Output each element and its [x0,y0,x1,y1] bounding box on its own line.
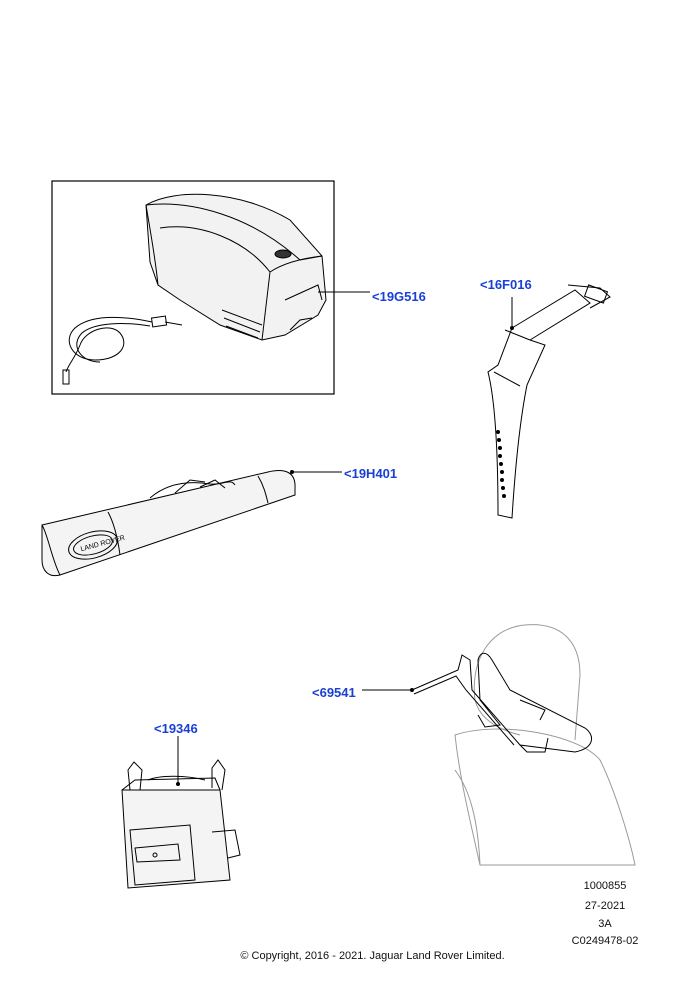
callout-19346[interactable]: <19346 [154,721,198,736]
illustration-number: 1000855 [583,880,627,892]
fridge-frame [51,180,335,395]
seat-drawing [454,624,636,866]
reference-code: C0249478-02 [571,935,639,947]
cool-box-drawing [145,193,327,341]
date-code: 27-2021 [584,900,626,912]
tote-bag-drawing [121,759,241,889]
coat-hanger-drawing [411,652,593,753]
callout-19G516[interactable]: <19G516 [372,289,426,304]
callout-16F016[interactable]: <16F016 [480,277,532,292]
ski-bag-drawing: LAND ROVER [41,470,296,577]
callout-69541[interactable]: <69541 [312,685,356,700]
copyright-notice: © Copyright, 2016 - 2021. Jaguar Land Ro… [240,950,505,962]
revision: 3A [598,918,612,930]
strap-drawing [487,284,611,519]
power-cord-drawing [62,315,183,385]
callout-19H401[interactable]: <19H401 [344,466,398,481]
